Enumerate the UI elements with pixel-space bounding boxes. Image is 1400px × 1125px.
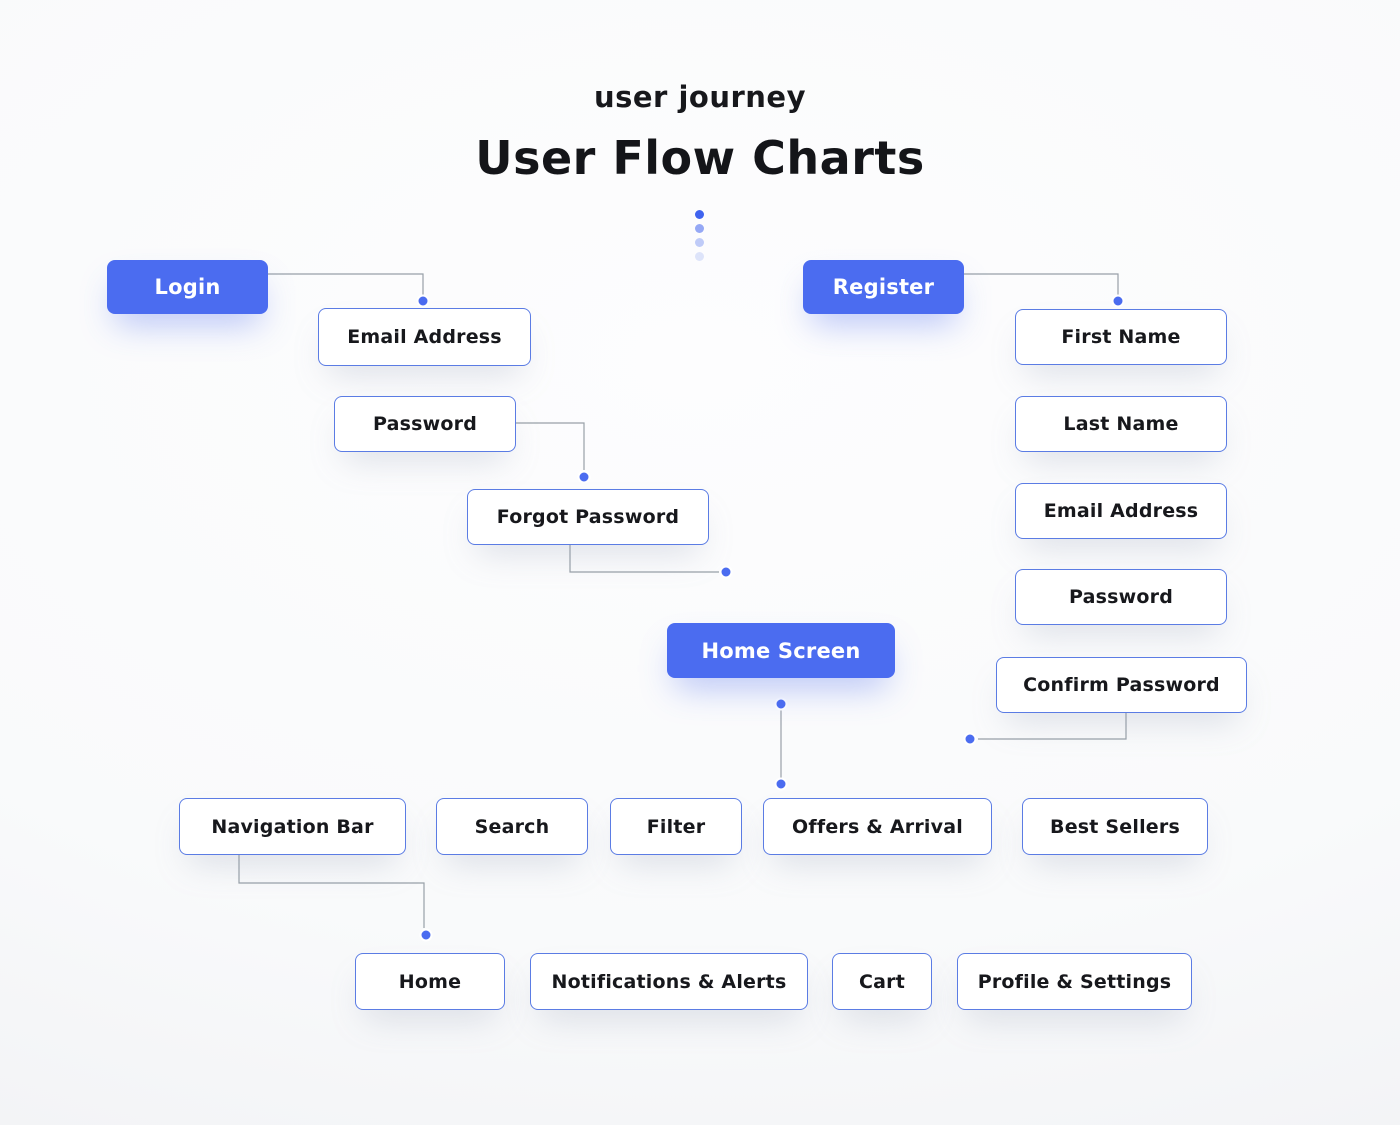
connector-dot (577, 470, 591, 484)
connector-confirm-homescreen (978, 711, 1127, 740)
chart-title: User Flow Charts (475, 131, 925, 185)
accent-dot (695, 252, 704, 261)
flow-node-notifications-alerts: Notifications & Alerts (530, 953, 808, 1010)
connector-dot (719, 565, 733, 579)
flow-node-forgot-password: Forgot Password (467, 489, 709, 545)
connector-register-firstname (963, 273, 1119, 295)
flow-node-email-address-login: Email Address (318, 308, 531, 366)
flow-node-first-name: First Name (1015, 309, 1227, 365)
connector-dot (963, 732, 977, 746)
flow-node-best-sellers: Best Sellers (1022, 798, 1208, 855)
flow-node-search: Search (436, 798, 588, 855)
flow-node-profile-settings: Profile & Settings (957, 953, 1192, 1010)
flow-node-password-login: Password (334, 396, 516, 452)
chart-subtitle: user journey (593, 80, 806, 114)
flow-node-register: Register (803, 260, 964, 314)
connector-dot (774, 777, 788, 791)
flow-node-password-register: Password (1015, 569, 1227, 625)
flow-node-home-screen: Home Screen (667, 623, 895, 678)
flow-node-cart: Cart (832, 953, 932, 1010)
accent-dot (695, 224, 704, 233)
flow-node-home: Home (355, 953, 505, 1010)
connector-dot (419, 928, 433, 942)
accent-dot (695, 238, 704, 247)
connector-dot (774, 697, 788, 711)
connector-navbar-home (238, 853, 425, 928)
flow-node-last-name: Last Name (1015, 396, 1227, 452)
connector-dot (1111, 294, 1125, 308)
connector-dot (416, 294, 430, 308)
flow-node-filter: Filter (610, 798, 742, 855)
title-accent-dots (695, 210, 704, 261)
connector-login-email (268, 273, 424, 295)
flow-node-login: Login (107, 260, 268, 314)
accent-dot (695, 210, 704, 219)
connector-password-forgot (514, 422, 585, 470)
flow-node-offers-arrival: Offers & Arrival (763, 798, 992, 855)
flow-node-confirm-password: Confirm Password (996, 657, 1247, 713)
connector-forgot-homescreen (569, 543, 719, 573)
flow-node-email-address-register: Email Address (1015, 483, 1227, 539)
flow-node-navigation-bar: Navigation Bar (179, 798, 406, 855)
